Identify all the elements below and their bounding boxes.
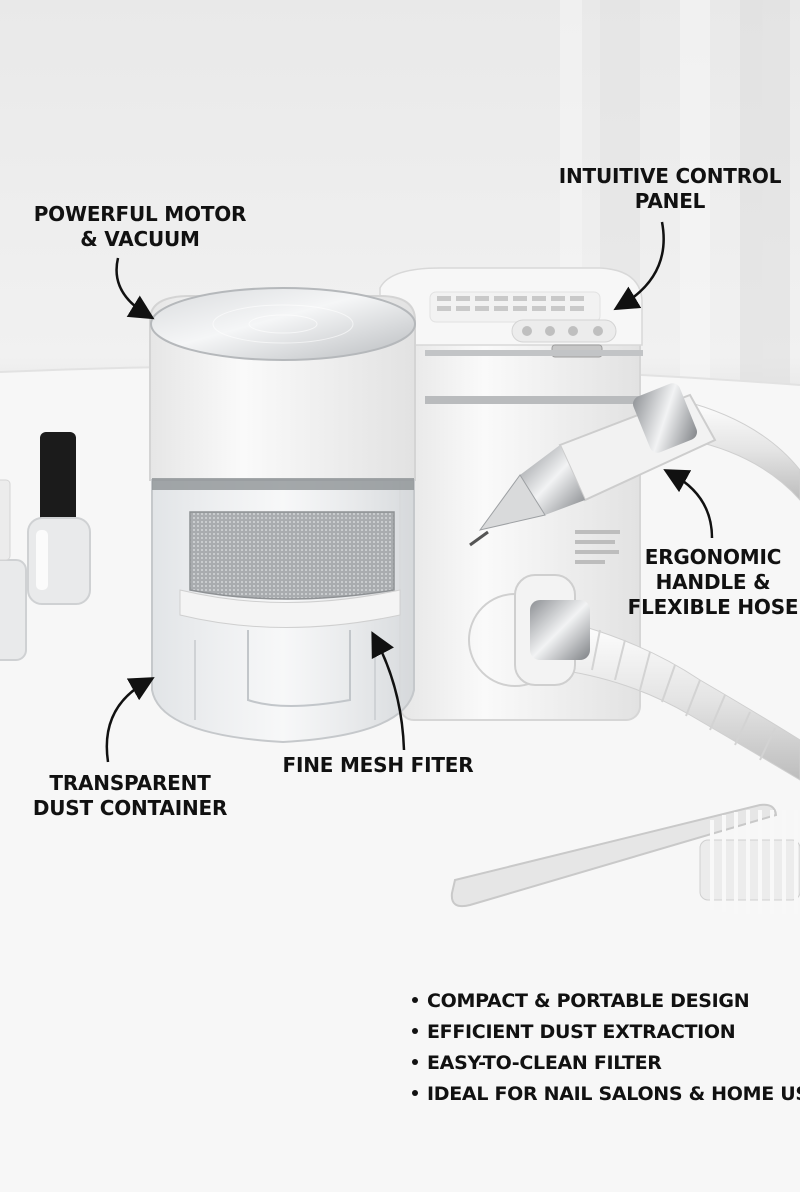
feature-text: COMPACT & PORTABLE DESIGN [427,990,750,1012]
nail-brush [699,810,800,914]
callout-container-line2: DUST CONTAINER [32,796,228,820]
callout-control-panel: INTUITIVE CONTROL PANEL [552,164,788,214]
callout-handle: ERGONOMIC HANDLE & FLEXIBLE HOSE [626,545,800,620]
callout-motor-line2: & VACUUM [80,227,200,251]
callout-motor: POWERFUL MOTOR & VACUUM [30,202,250,252]
feature-item: EASY-TO-CLEAN FILTER [412,1048,800,1079]
nail-polish-bottle-partial [0,479,27,661]
bullet-icon [412,1027,418,1034]
callout-control-line1: INTUITIVE CONTROL [558,164,782,188]
feature-item: COMPACT & PORTABLE DESIGN [412,986,800,1017]
feature-text: EASY-TO-CLEAN FILTER [427,1052,662,1074]
callout-container-line1: TRANSPARENT [49,771,211,795]
callout-control-line2: PANEL [634,189,706,213]
feature-text: EFFICIENT DUST EXTRACTION [427,1021,736,1043]
callout-container: TRANSPARENT DUST CONTAINER [24,771,236,821]
callout-motor-line1: POWERFUL MOTOR [33,202,247,226]
motor-housing [149,287,416,481]
bullet-icon [412,1089,418,1096]
callout-handle-line3: FLEXIBLE HOSE [627,595,799,619]
bullet-icon [412,996,418,1003]
nail-polish-bottle [27,432,91,605]
feature-list: COMPACT & PORTABLE DESIGN EFFICIENT DUST… [412,986,800,1110]
callout-handle-line1: ERGONOMIC [644,545,782,569]
feature-text: IDEAL FOR NAIL SALONS & HOME USE [427,1083,800,1105]
dust-container [151,478,415,744]
hose-and-handpiece [469,383,800,781]
mesh-filter [189,511,395,600]
nail-file [450,803,778,908]
bullet-icon [412,1058,418,1065]
control-panel [429,291,617,358]
callout-filter-text: FINE MESH FITER [282,753,474,777]
feature-item: IDEAL FOR NAIL SALONS & HOME USE [412,1079,800,1110]
feature-item: EFFICIENT DUST EXTRACTION [412,1017,800,1048]
callout-handle-line2: HANDLE & [655,570,771,594]
callout-filter: FINE MESH FITER [272,753,484,778]
